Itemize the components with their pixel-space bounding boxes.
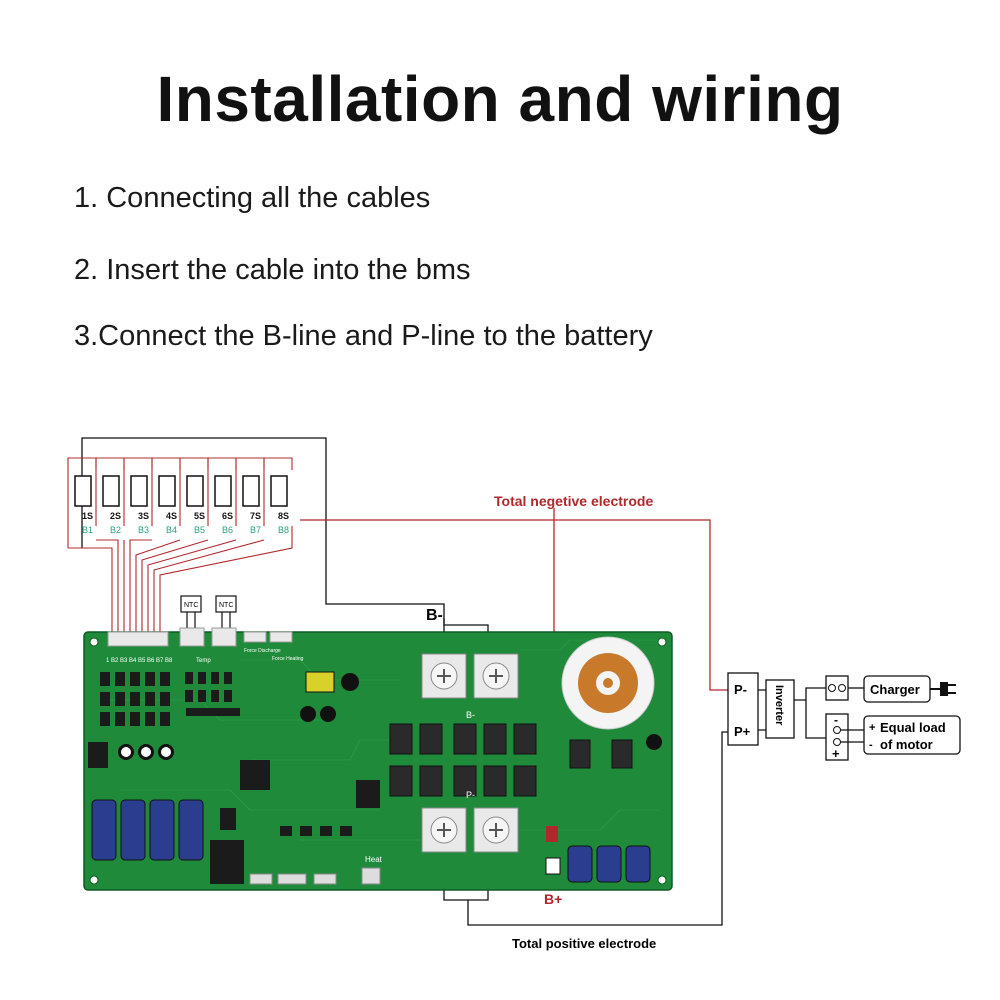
equal-load-line-1: Equal load xyxy=(880,720,946,735)
cell-3s xyxy=(130,475,148,507)
equal-load-plus: + xyxy=(869,722,875,734)
total-positive-label: Total positive electrode xyxy=(512,936,656,951)
b-minus-label: B- xyxy=(426,607,443,624)
equal-load-box xyxy=(863,715,961,755)
ntc-label-1: NTC xyxy=(184,602,198,609)
series-label-1s: 1S xyxy=(82,511,93,521)
charger-port xyxy=(825,675,864,701)
cell-5s xyxy=(186,475,204,507)
total-negative-label: Total negetive electrode xyxy=(494,493,653,509)
series-label-5s: 5S xyxy=(194,511,205,521)
step-1: 1. Connecting all the cables xyxy=(74,182,431,214)
p-plus-label: P+ xyxy=(734,724,751,739)
board-header-label: 1 B2 B3 B4 B5 B6 B7 B8 xyxy=(106,658,173,664)
cell-2s xyxy=(102,475,120,507)
cell-8s xyxy=(270,475,288,507)
b-label-5: B5 xyxy=(194,525,205,535)
page-title: Installation and wiring xyxy=(156,63,844,135)
b-label-6: B6 xyxy=(222,525,233,535)
p-minus-terminals xyxy=(421,807,519,853)
cell-6s xyxy=(214,475,232,507)
b-label-3: B3 xyxy=(138,525,149,535)
equal-load-line-2: of motor xyxy=(880,737,933,752)
cell-wires xyxy=(67,457,293,636)
mosfet-array xyxy=(389,723,633,797)
series-label-3s: 3S xyxy=(138,511,149,521)
b-label-7: B7 xyxy=(250,525,261,535)
bms-board xyxy=(83,627,673,891)
board-p-minus-pad: P- xyxy=(466,790,475,800)
b-minus-terminals xyxy=(421,653,519,699)
cell-7s xyxy=(242,475,260,507)
step-2: 2. Insert the cable into the bms xyxy=(74,254,471,286)
b-plus-label: B+ xyxy=(544,891,562,907)
load-minus-label: - xyxy=(834,713,838,727)
p-minus-label: P- xyxy=(734,682,747,697)
series-label-7s: 7S xyxy=(250,511,261,521)
b-label-8: B8 xyxy=(278,525,289,535)
series-label-8s: 8S xyxy=(278,511,289,521)
series-label-4s: 4S xyxy=(166,511,177,521)
b-label-4: B4 xyxy=(166,525,177,535)
series-label-6s: 6S xyxy=(222,511,233,521)
charger-label: Charger xyxy=(870,682,920,697)
black-wire-b-minus xyxy=(81,437,445,618)
inverter-box xyxy=(765,679,795,739)
capacitor-bank-right xyxy=(567,845,651,883)
series-label-2s: 2S xyxy=(110,511,121,521)
load-port xyxy=(825,713,864,761)
equal-load-minus: - xyxy=(869,739,873,751)
board-temp-label: Temp xyxy=(196,658,211,664)
ntc-sensor-1 xyxy=(180,595,202,628)
inverter-label: Inverter xyxy=(773,685,785,726)
ntc-label-2: NTC xyxy=(219,602,233,609)
output-terminal-box xyxy=(727,672,759,746)
board-b-minus-pad: B- xyxy=(466,710,475,720)
board-heat-label: Heat xyxy=(365,855,383,864)
capacitor-bank-left xyxy=(91,799,204,861)
b-label-2: B2 xyxy=(110,525,121,535)
plug-icon xyxy=(930,682,956,696)
board-force-discharge-label: Force Discharge xyxy=(244,648,281,654)
cell-row xyxy=(74,475,288,507)
cell-1s xyxy=(74,475,92,507)
total-positive-wire xyxy=(467,731,730,926)
b-label-1: B1 xyxy=(82,525,93,535)
total-negative-wire xyxy=(300,519,730,691)
board-force-heating-label: Force Heating xyxy=(272,656,304,662)
step-3: 3.Connect the B-line and P-line to the b… xyxy=(74,320,653,352)
load-plus-label: + xyxy=(832,746,840,761)
toroid-inductor xyxy=(561,636,655,730)
cell-4s xyxy=(158,475,176,507)
ntc-sensor-2 xyxy=(215,595,237,628)
